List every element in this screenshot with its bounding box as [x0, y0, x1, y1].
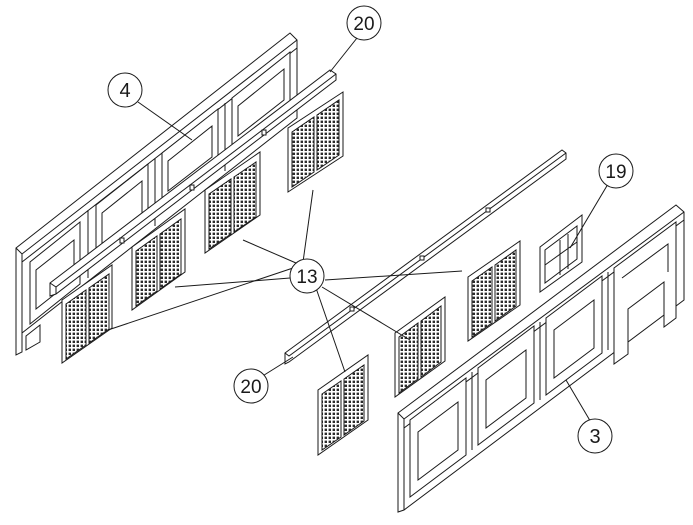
shutter-front-2 [394, 296, 446, 398]
leader-part-13-g [324, 270, 463, 281]
shutter-top-2 [131, 208, 186, 311]
callout-label-13: 13 [296, 267, 317, 288]
shutter-top-1 [61, 264, 113, 364]
callout-part-19: 19 [598, 153, 634, 189]
shutter-top-4 [287, 91, 344, 193]
callout-part-13: 13 [289, 258, 325, 294]
leader-part-13-a [107, 267, 294, 331]
back-wall-panel [15, 32, 298, 356]
leader-part-13-b [174, 277, 291, 288]
callout-label-19: 19 [605, 162, 626, 183]
leader-part-13-c [242, 239, 297, 264]
callout-part-4: 4 [107, 72, 143, 108]
callout-label-3: 3 [589, 426, 600, 448]
leader-part-4 [137, 101, 193, 141]
callout-label-4: 4 [119, 80, 130, 102]
leader-part-20-top [329, 37, 358, 73]
leader-part-13-f [321, 286, 411, 341]
leader-part-20-bottom [260, 356, 294, 378]
front-wall-panel [397, 204, 685, 513]
bottom-mounting-rail [284, 149, 567, 365]
leader-part-13-d [302, 189, 314, 263]
callout-part-20-top: 20 [346, 5, 382, 41]
callout-part-20-bottom: 20 [233, 368, 269, 404]
callout-part-3: 3 [577, 418, 613, 454]
shutter-front-1 [317, 354, 369, 456]
top-mounting-rail [49, 69, 337, 297]
shutter-front-3 [467, 240, 521, 342]
callout-label-20-top: 20 [353, 14, 374, 35]
leader-lines [107, 37, 609, 425]
leader-part-19 [569, 183, 609, 249]
callout-label-20-bottom: 20 [240, 377, 261, 398]
leader-part-13-e [315, 287, 346, 373]
leader-part-3 [565, 379, 593, 425]
shutter-top-3 [204, 151, 261, 254]
small-window-frame [539, 213, 583, 293]
